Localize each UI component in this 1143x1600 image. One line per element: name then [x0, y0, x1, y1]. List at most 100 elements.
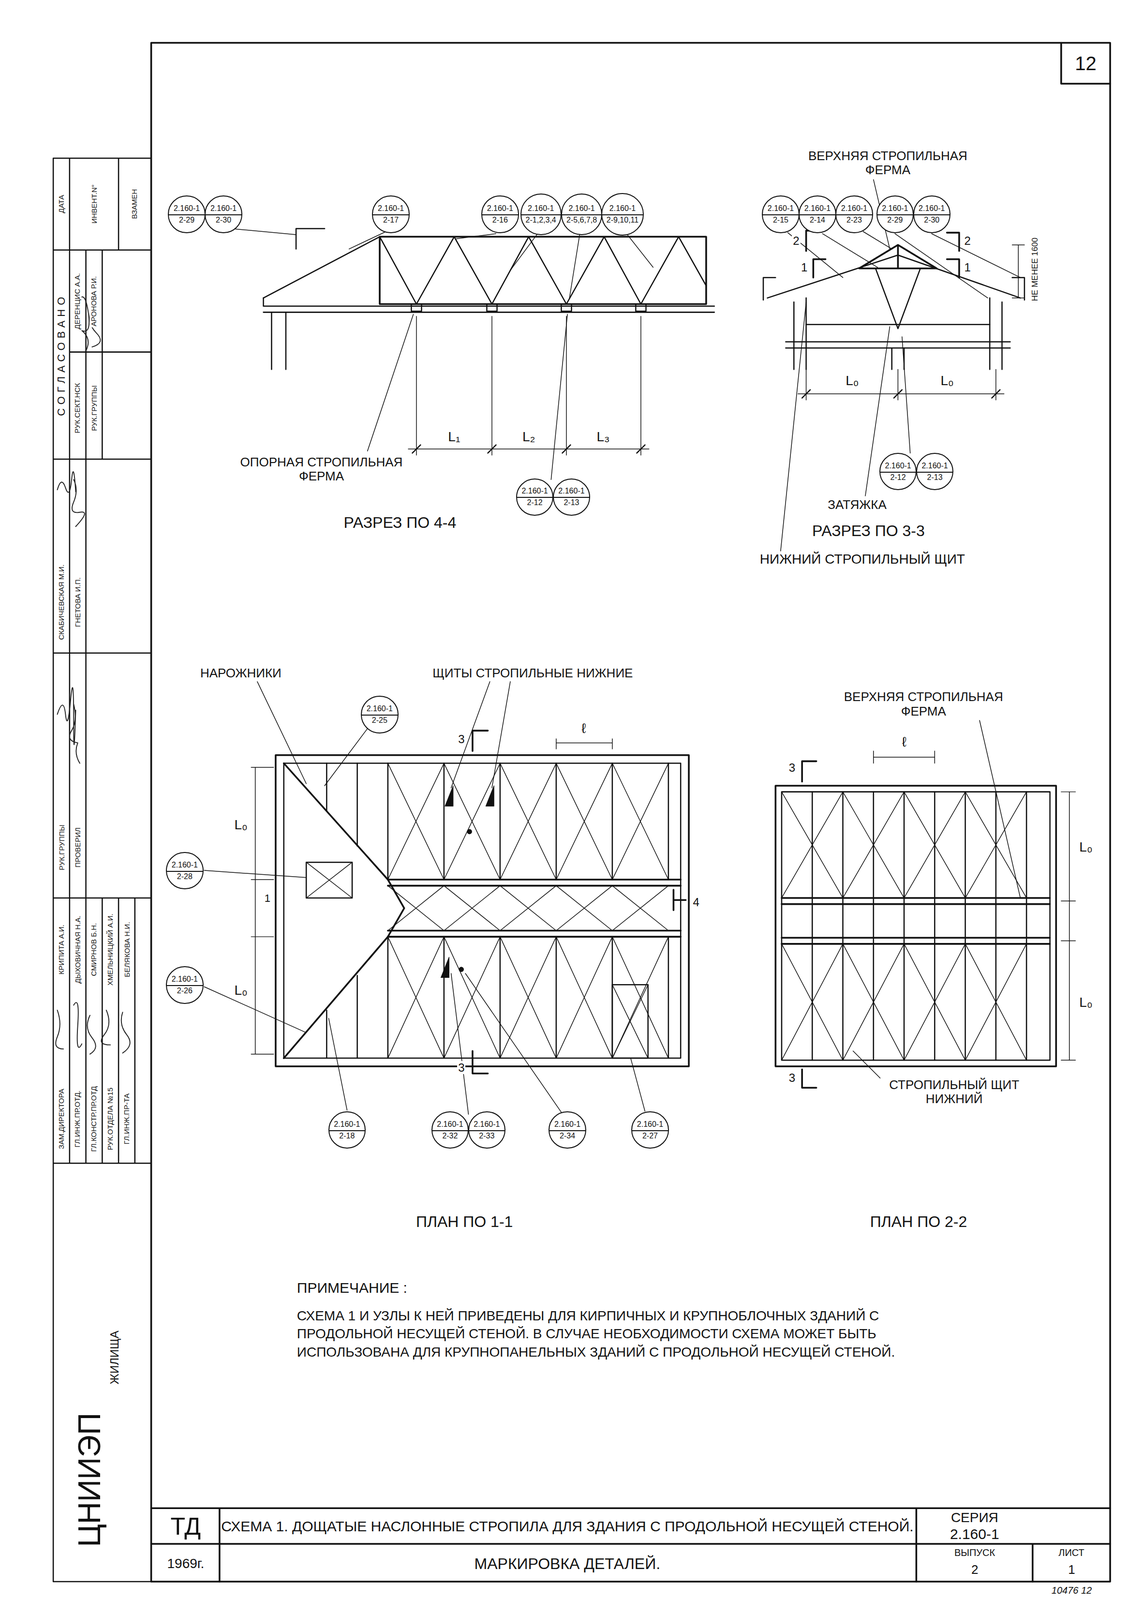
section-mark — [472, 730, 686, 1074]
dimension: НЕ МЕНЕЕ 1600 — [1030, 236, 1040, 302]
callout-circle: 2.160-12-12 — [879, 452, 917, 490]
jack-rafter — [326, 763, 357, 1059]
section-mark: 2 — [963, 234, 972, 248]
role-name: ЗАМ.ДИРЕКТОРА — [57, 1087, 66, 1150]
dimension-line — [408, 316, 650, 456]
series-number: 2.160-1 — [521, 487, 548, 495]
circle-divider — [329, 1129, 365, 1131]
circle-divider — [432, 1129, 468, 1131]
sheet-subtitle: МАРКИРОВКА ДЕТАЛЕЙ. — [473, 1554, 662, 1573]
view-caption: ПЛАН ПО 1-1 — [415, 1212, 514, 1231]
circle-divider — [880, 471, 916, 473]
dimension: L₀ — [939, 372, 955, 389]
series-number: 2.160-1 — [884, 461, 911, 470]
dimension-line — [251, 738, 613, 1054]
detail-number: 2-34 — [559, 1131, 576, 1140]
dimension: L₁ — [446, 429, 461, 445]
role-name: ГЛ.ИНЖ.ПР-ТА — [122, 1092, 131, 1145]
rafter — [812, 791, 1027, 1061]
section-mark: 3 — [457, 1060, 466, 1075]
person-name: ГНЕТОВА И.П. — [73, 576, 82, 629]
callout-circle: 2.160-12-17 — [371, 195, 410, 233]
approval-strip-grid — [53, 158, 151, 1582]
section-mark: 2 — [791, 234, 801, 248]
circle-divider — [553, 496, 590, 498]
part-name: ВЕРХНЯЯ СТРОПИЛЬНАЯ ФЕРМА — [831, 689, 1016, 719]
series-number: 2.160-1 — [333, 1120, 360, 1129]
sheet-number-box — [1061, 43, 1111, 84]
role-name: ПРОВЕРИЛ — [73, 826, 82, 869]
circle-divider — [361, 714, 398, 716]
detail-number: 2-29 — [887, 216, 903, 224]
callout-circle: 2.160-1 2-29 — [876, 195, 914, 233]
series-number: 2.160-1 — [841, 204, 868, 213]
table-cell: 2 — [970, 1562, 980, 1577]
plan-outline — [781, 791, 1051, 1061]
detail-number: 2-30 — [923, 216, 940, 224]
series-number: 2.160-1 — [171, 975, 198, 983]
detail-number: 2-1,2,3,4 — [525, 216, 557, 224]
section-mark: 1 — [963, 260, 972, 275]
table-cell: 2.160-1 — [949, 1525, 1001, 1543]
part-name: ВЕРХНЯЯ СТРОПИЛЬНАЯ ФЕРМА — [796, 148, 980, 179]
dimension-line — [1012, 244, 1025, 298]
person-name: СКАБИЧЕВСКАЯ М.И. — [57, 563, 66, 641]
callout-circle: 2.160-12-30 — [913, 195, 951, 233]
upper-truss — [859, 244, 937, 269]
sheet-number: 12 — [1073, 52, 1098, 75]
table-cell: ДАТА — [57, 193, 66, 215]
upper-truss — [781, 897, 1051, 944]
truss-support — [411, 303, 646, 312]
person-name: БЕЛЯКОВА Н.И. — [122, 920, 131, 978]
section-mark: 3 — [457, 732, 466, 746]
detail-number: 2-13 — [927, 473, 943, 482]
callout-circle: 2.160-12-13 — [916, 452, 954, 490]
archive-number: 10476 12 — [1050, 1584, 1093, 1596]
series-number: 2.160-1 — [436, 1120, 463, 1129]
bracing — [781, 791, 1027, 1061]
detail-number: 2-28 — [177, 872, 193, 881]
callout-circle: 2.160-12-27 — [631, 1111, 669, 1149]
dimension: ℓ — [580, 720, 587, 737]
callout-circle: 2.160-12-33 — [468, 1111, 506, 1149]
part-name: НАРОЖНИКИ — [199, 666, 283, 681]
series-number: 2.160-1 — [881, 204, 908, 213]
callout-circle: 2.160-12-13 — [552, 478, 591, 516]
dimension-tick — [412, 445, 645, 454]
plan-outline — [775, 785, 1056, 1067]
circle-divider — [632, 1129, 668, 1131]
series-number: 2.160-1 — [568, 204, 595, 213]
table-cell: 1 — [1067, 1562, 1076, 1577]
person-name: АРОНОВА Р.И. — [89, 275, 98, 328]
title-block-grid — [151, 1507, 1111, 1582]
leader-line — [204, 681, 645, 1114]
dimension: L₀ — [233, 982, 249, 998]
callout-circle: 2.160-12-26 — [165, 965, 204, 1004]
person-name: СМИРНОВ Б.Н. — [89, 921, 98, 977]
callout-circle: 2.160-12-30 — [204, 195, 242, 233]
view-caption: РАЗРЕЗ ПО 3-3 — [811, 521, 926, 540]
circle-divider — [917, 471, 953, 473]
callout-circle: 2.160-12-14 — [798, 195, 836, 233]
series-number: 2.160-1 — [487, 204, 514, 213]
person-name: ХМЕЛЬНИЦКИЙ А.И. — [105, 912, 115, 987]
rafter — [387, 763, 669, 1059]
series-number: 2.160-1 — [171, 860, 198, 869]
series-number: 2.160-1 — [558, 487, 585, 495]
institute-stamp: ЦНИИЭП — [72, 1411, 108, 1548]
callout-circle: 2.160-12-23 — [835, 195, 873, 233]
marker-wedge — [441, 785, 495, 978]
signature — [57, 687, 80, 763]
circle-divider — [168, 214, 205, 216]
floor-and-wall — [785, 297, 1010, 370]
detail-number: 2-9,10,11 — [606, 216, 639, 224]
institute-stamp: ЖИЛИЩА — [107, 1329, 121, 1385]
callout-circle: 2.160-12-29 — [167, 195, 206, 233]
dimension: L₀ — [1078, 839, 1094, 855]
series-number: 2.160-1 — [473, 1120, 500, 1129]
view-caption: РАЗРЕЗ ПО 4-4 — [342, 513, 458, 532]
dimension-line — [873, 750, 1076, 1060]
series-number: 2.160-1 — [366, 704, 393, 713]
circle-divider — [166, 984, 203, 986]
detail-number: 2-15 — [772, 216, 789, 224]
